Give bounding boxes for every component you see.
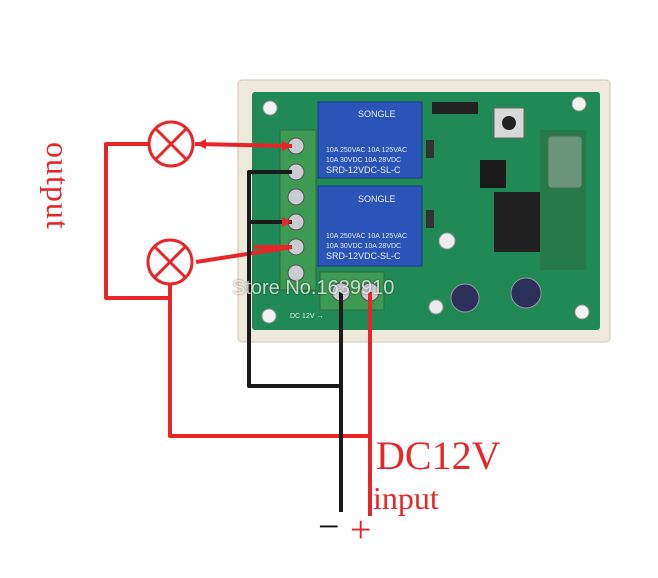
plus-label: + [350, 509, 372, 551]
antenna-coil [494, 192, 540, 252]
mount-hole-tr [571, 96, 587, 112]
relay-top-line1: 10A 250VAC 10A 125VAC [326, 147, 407, 154]
store-watermark: Store No.1639910 [232, 277, 395, 299]
mount-hole-br [574, 304, 590, 320]
input-label: input [373, 480, 439, 516]
relay-top-brand: SONGLE [358, 109, 396, 119]
relay-top-line2: 10A 30VDC 10A 28VDC [326, 157, 401, 164]
led-2 [428, 299, 444, 315]
diode-1 [426, 140, 434, 158]
relay-bottom-line1: 10A 250VAC 10A 125VAC [326, 233, 407, 240]
mount-hole-bl [261, 308, 277, 324]
output-terminal-block [279, 129, 317, 291]
receiver-module [540, 130, 586, 270]
dc-board-label: DC 12V → [290, 313, 323, 320]
minus-label: − [318, 506, 340, 548]
red-wires [104, 142, 372, 516]
relay-bottom-model: SRD-12VDC-SL-C [326, 251, 401, 261]
ic-chip [480, 160, 506, 188]
relay-bottom-line2: 10A 30VDC 10A 28VDC [326, 243, 401, 250]
diode-2 [426, 210, 434, 228]
capacitor-1 [450, 283, 480, 313]
header-pins [432, 102, 478, 114]
relay-bottom: SONGLE 10A 250VAC 10A 125VAC 10A 30VDC 1… [317, 185, 423, 267]
relay-top: SONGLE 10A 250VAC 10A 125VAC 10A 30VDC 1… [317, 101, 423, 179]
led-1 [438, 232, 456, 250]
relay-bottom-brand: SONGLE [358, 194, 396, 204]
push-button-cap [502, 116, 516, 130]
capacitor-2 [510, 277, 542, 309]
relay-top-model: SRD-12VDC-SL-C [326, 165, 401, 175]
output-label: output [40, 142, 76, 230]
wire-arrows [196, 139, 292, 227]
dc-voltage-label: DC12V [376, 433, 501, 478]
lamp-bottom [146, 238, 194, 286]
mount-hole-tl [262, 100, 278, 116]
lamp-top [147, 120, 195, 168]
